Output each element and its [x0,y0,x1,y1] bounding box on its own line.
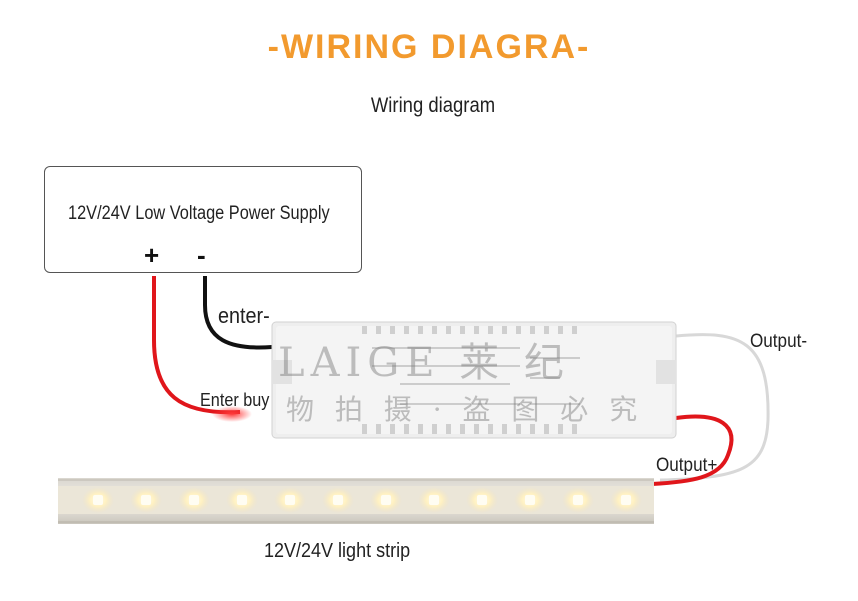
output-plus-wire [651,414,734,486]
output-minus-wire [659,333,770,482]
label-output-plus: Output+ [656,455,718,476]
minus-terminal: - [197,240,206,270]
label-enter-plus: Enter buy [200,390,270,410]
page-subtitle: Wiring diagram [370,94,496,117]
label-light-strip: 12V/24V light strip [264,540,411,562]
plus-terminal: + [144,240,160,270]
label-output-minus: Output- [750,331,808,352]
controller-module [271,321,677,439]
led-strip [58,478,654,524]
power-supply-label: 12V/24V Low Voltage Power Supply [68,203,330,224]
page-title: -WIRING DIAGRA- [267,28,591,66]
label-enter-minus: enter- [218,303,270,328]
power-supply-box [44,166,362,273]
input-minus-wire [203,276,273,350]
red-connector-glow [212,406,252,422]
